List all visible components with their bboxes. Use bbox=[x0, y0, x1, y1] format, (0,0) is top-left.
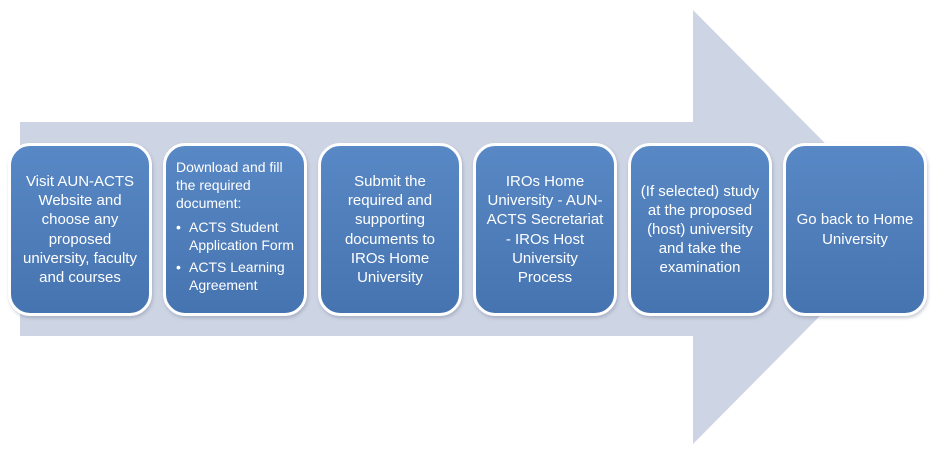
step-content: Download and fill the required document:… bbox=[166, 153, 304, 305]
step-box-visit-website: Visit AUN-ACTS Website and choose any pr… bbox=[8, 143, 152, 316]
step-text: Go back to Home University bbox=[796, 211, 914, 248]
step-box-submit-documents: Submit the required and supporting docum… bbox=[318, 143, 462, 316]
list-item: • ACTS Student Application Form bbox=[176, 219, 298, 254]
document-bullet-list: • ACTS Student Application Form • ACTS L… bbox=[176, 219, 298, 295]
bullet-icon: • bbox=[176, 259, 181, 276]
right-arrow-polygon bbox=[20, 10, 908, 444]
bullet-text: ACTS Student Application Form bbox=[189, 219, 295, 253]
step-text: (If selected) study at the proposed (hos… bbox=[640, 182, 760, 277]
step-box-download-documents: Download and fill the required document:… bbox=[163, 143, 307, 316]
step-box-return-home: Go back to Home University bbox=[783, 143, 927, 316]
list-item: • ACTS Learning Agreement bbox=[176, 259, 298, 294]
step-box-iro-process: IROs Home University - AUN-ACTS Secretar… bbox=[473, 143, 617, 316]
bullet-icon: • bbox=[176, 219, 181, 236]
step-text: IROs Home University - AUN-ACTS Secretar… bbox=[486, 172, 604, 286]
step-heading: Download and fill the required document: bbox=[176, 159, 283, 211]
step-text: Visit AUN-ACTS Website and choose any pr… bbox=[23, 172, 137, 286]
step-box-study-examination: (If selected) study at the proposed (hos… bbox=[628, 143, 772, 316]
bullet-text: ACTS Learning Agreement bbox=[189, 259, 285, 294]
step-text: Submit the required and supporting docum… bbox=[344, 172, 436, 286]
